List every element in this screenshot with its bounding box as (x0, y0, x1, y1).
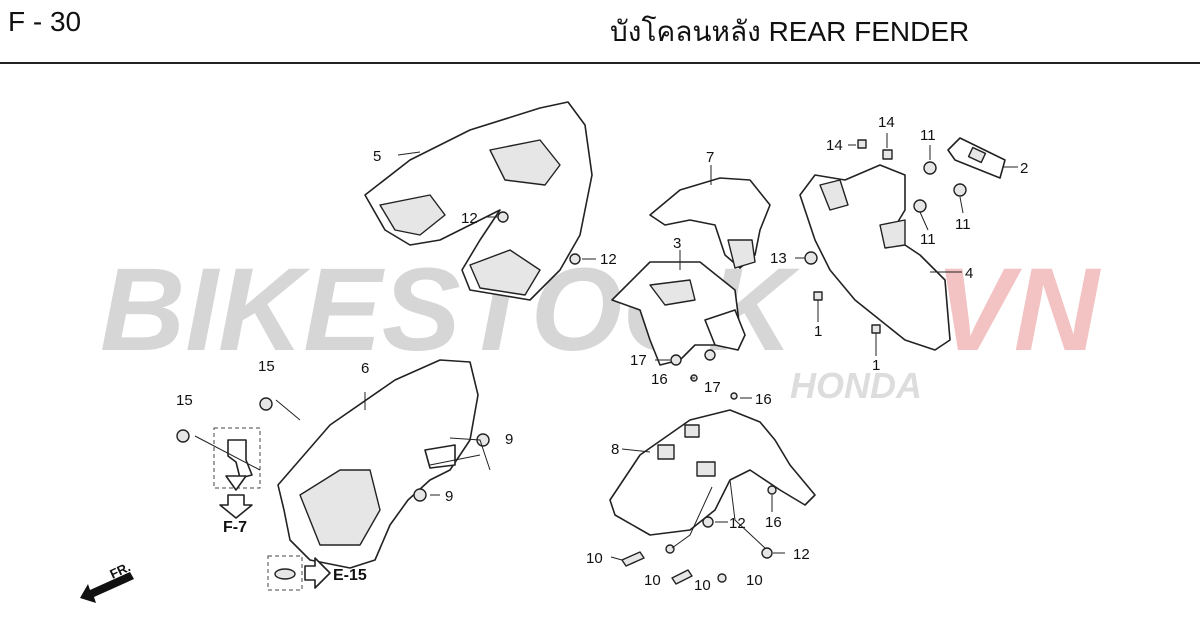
callout-9-b[interactable]: 9 (445, 488, 453, 505)
callout-16-c[interactable]: 16 (765, 514, 782, 531)
callout-3[interactable]: 3 (673, 235, 681, 252)
callout-10-a[interactable]: 10 (586, 550, 603, 567)
callout-12-b[interactable]: 12 (600, 251, 617, 268)
callout-16-b[interactable]: 16 (755, 391, 772, 408)
callout-12-d[interactable]: 12 (793, 546, 810, 563)
callout-10-b[interactable]: 10 (644, 572, 661, 589)
part-6-rear-fender[interactable] (277, 359, 479, 569)
callout-10-c[interactable]: 10 (694, 577, 711, 594)
callout-11-b[interactable]: 11 (955, 216, 971, 233)
callout-16-a[interactable]: 16 (651, 371, 668, 388)
callout-4[interactable]: 4 (965, 265, 973, 282)
part-15-clip[interactable] (194, 399, 301, 491)
e15-grommet[interactable] (267, 555, 303, 591)
header-divider (0, 62, 1200, 64)
watermark-sub: HONDA (790, 365, 922, 406)
page-code: F - 30 (8, 6, 82, 37)
callout-14-a[interactable]: 14 (826, 137, 843, 154)
callout-numbers: 5 12 12 7 3 17 16 17 16 13 1 1 4 14 14 1… (176, 114, 1028, 594)
watermark: BIKESTOCK VN HONDA (100, 244, 1102, 406)
part-7-bracket[interactable] (649, 165, 771, 269)
callout-15-a[interactable]: 15 (258, 358, 275, 375)
leader-lines (429, 133, 964, 561)
callout-12-a[interactable]: 12 (461, 210, 478, 227)
front-direction-arrow: FR. (80, 559, 134, 603)
callout-2[interactable]: 2 (1020, 160, 1028, 177)
callout-11-a[interactable]: 11 (920, 127, 936, 144)
part-4-fender-bracket[interactable] (799, 164, 962, 351)
callout-6[interactable]: 6 (361, 360, 369, 377)
page-title: บังโคลนหลัง REAR FENDER (610, 16, 970, 47)
ref-arrow-f7[interactable]: F-7 (219, 494, 253, 536)
part-3-mount-plate[interactable] (611, 250, 746, 366)
watermark-brand-right: VN (935, 244, 1102, 376)
callout-17-a[interactable]: 17 (630, 352, 647, 369)
callout-9-a[interactable]: 9 (505, 431, 513, 448)
callout-14-b[interactable]: 14 (878, 114, 895, 131)
ref-f7-label: F-7 (223, 519, 247, 536)
callout-12-c[interactable]: 12 (729, 515, 746, 532)
callout-1-a[interactable]: 1 (814, 323, 822, 340)
callout-15-b[interactable]: 15 (176, 392, 193, 409)
callout-13[interactable]: 13 (770, 250, 787, 267)
callout-8[interactable]: 8 (611, 441, 619, 458)
callout-1-b[interactable]: 1 (872, 357, 880, 374)
callout-17-b[interactable]: 17 (704, 379, 721, 396)
part-2-reflector-plate[interactable] (947, 137, 1018, 179)
part-5-cowl-inner[interactable] (364, 101, 593, 301)
callout-10-d[interactable]: 10 (746, 572, 763, 589)
callout-5[interactable]: 5 (373, 148, 381, 165)
callout-11-c[interactable]: 11 (920, 231, 936, 248)
ref-arrow-e15[interactable]: E-15 (304, 557, 367, 589)
part-8-inner-fender[interactable] (609, 409, 816, 536)
ref-e15-label: E-15 (333, 567, 367, 584)
callout-7[interactable]: 7 (706, 149, 714, 166)
